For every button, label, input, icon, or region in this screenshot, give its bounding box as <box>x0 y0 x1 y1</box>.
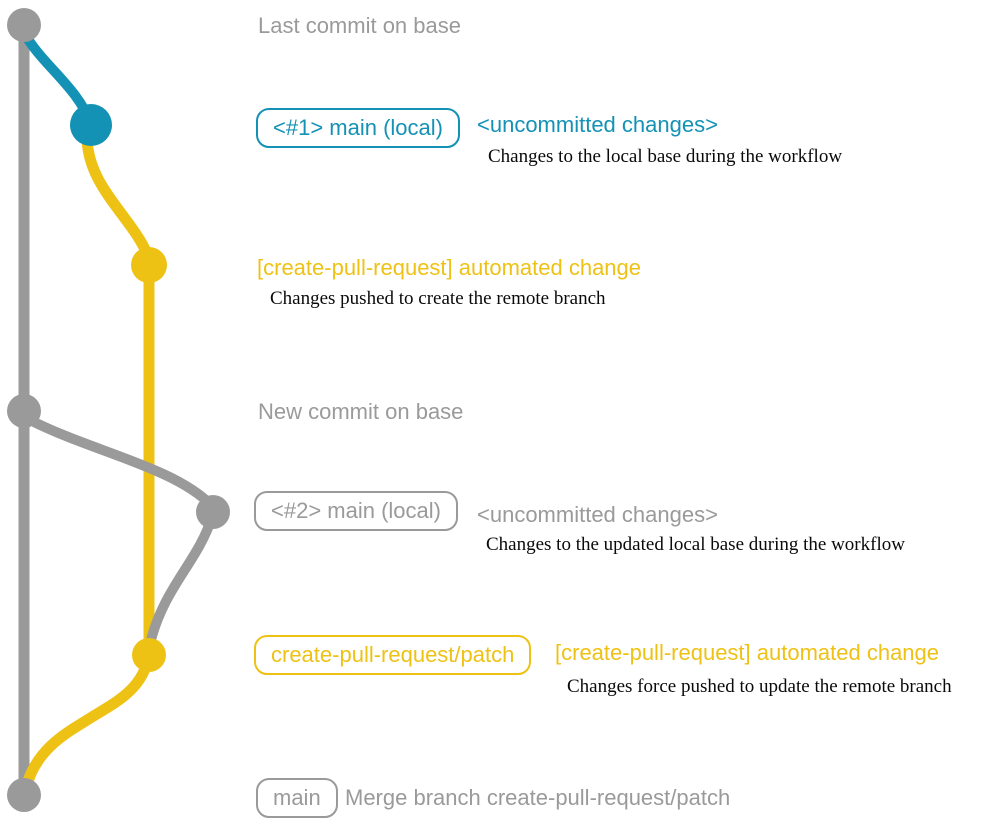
branch-badge-main-local-2: <#2> main (local) <box>254 491 458 531</box>
commit-dot-main-local-2 <box>196 495 230 529</box>
branch-badge-main-local-1: <#1> main (local) <box>256 108 460 148</box>
patch-branch-line <box>81 139 155 658</box>
label-last-commit-on-base: Last commit on base <box>258 13 461 38</box>
label-automated-change-2: [create-pull-request] automated change <box>555 640 940 665</box>
commit-dot-new-base <box>7 394 41 428</box>
patch-merge-line <box>20 654 155 790</box>
commit-dot-main-local-1 <box>70 104 112 146</box>
caption-updated-local-base-changes: Changes to the updated local base during… <box>486 534 905 555</box>
commit-dot-automated-change-2 <box>132 638 166 672</box>
label-merge-branch: Merge branch create-pull-request/patch <box>345 785 731 810</box>
commit-dot-last-base <box>7 8 41 42</box>
commit-dot-merge <box>7 778 41 812</box>
caption-pushed-create-branch: Changes pushed to create the remote bran… <box>270 288 606 309</box>
branch-badge-create-pull-request-patch: create-pull-request/patch <box>254 635 532 675</box>
branch-badge-main: main <box>256 778 338 818</box>
label-uncommitted-changes-1: <uncommitted changes> <box>477 112 718 137</box>
label-uncommitted-changes-2: <uncommitted changes> <box>477 502 718 527</box>
rebase-branch-line-in <box>145 515 217 646</box>
caption-local-base-changes: Changes to the local base during the wor… <box>488 146 843 167</box>
label-automated-change-1: [create-pull-request] automated change <box>257 255 642 280</box>
rebase-branch-line-out <box>31 417 215 509</box>
caption-force-pushed-update-branch: Changes force pushed to update the remot… <box>567 676 952 697</box>
label-new-commit-on-base: New commit on base <box>258 399 464 424</box>
commit-dot-automated-change-1 <box>131 247 167 283</box>
